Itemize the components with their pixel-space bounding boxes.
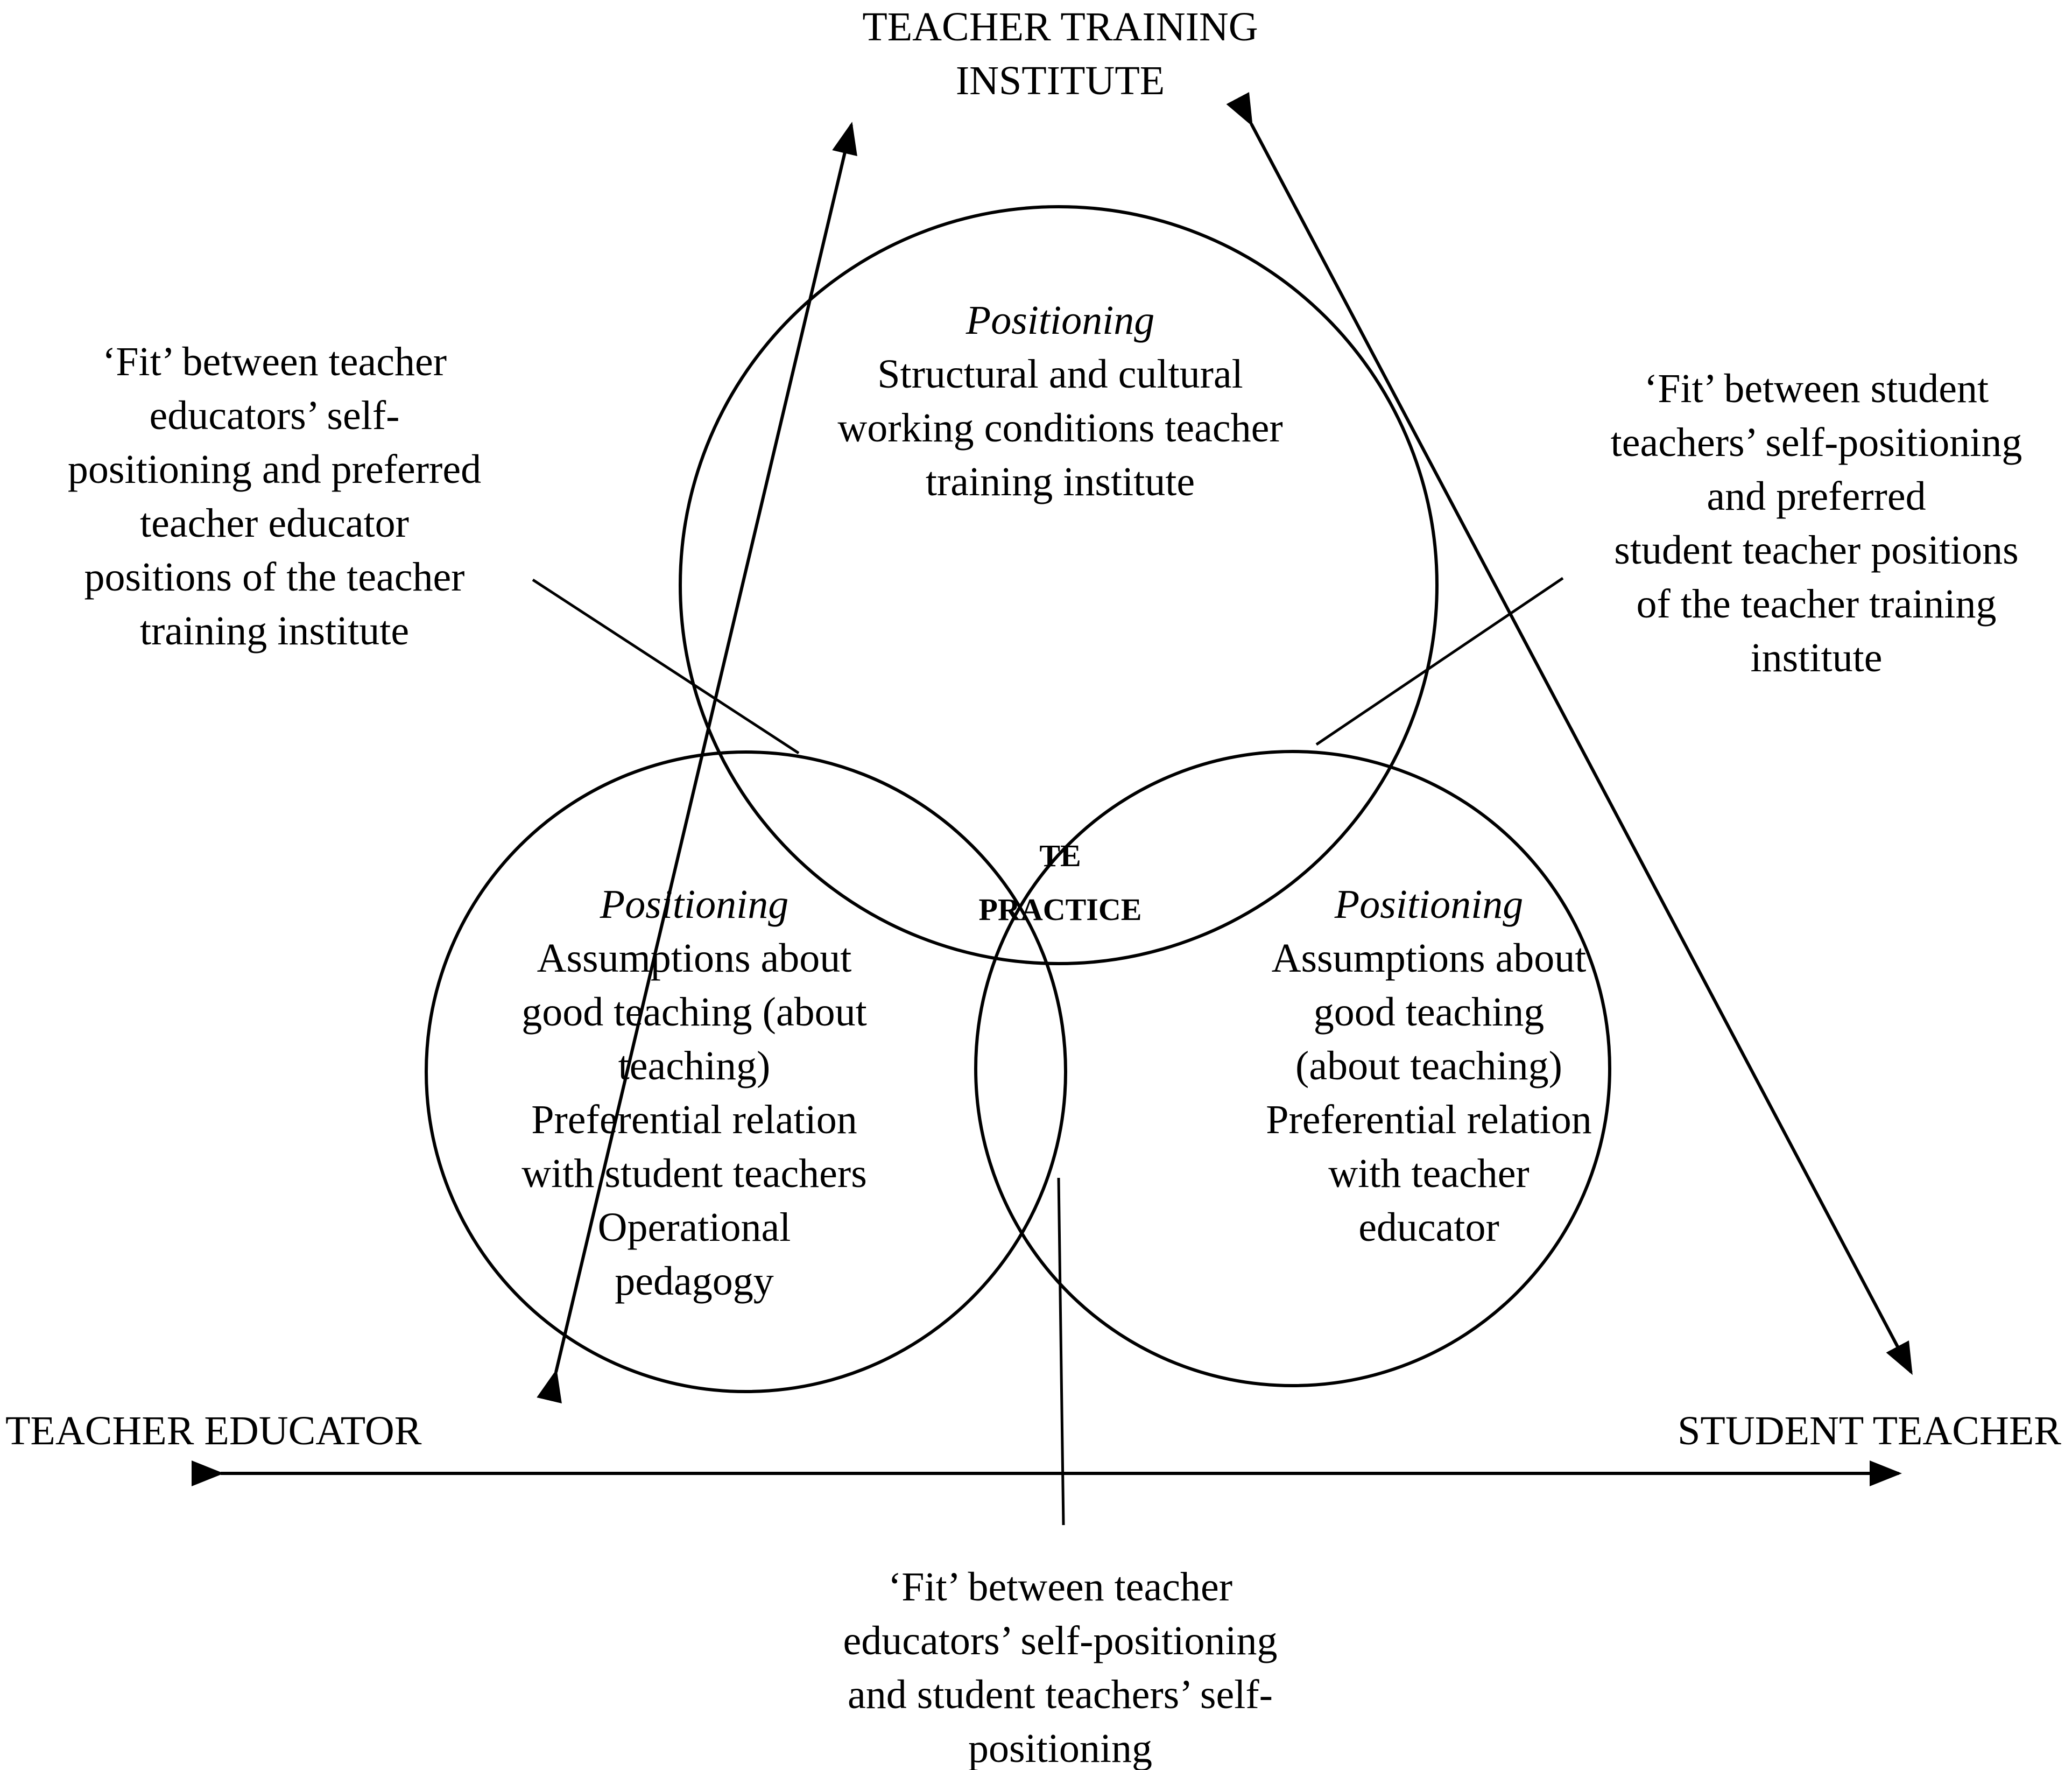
right-circle-body: Assumptions about good teaching (about t… <box>1266 936 1592 1250</box>
label-teacher-educator: TEACHER EDUCATOR <box>5 1408 422 1453</box>
top-circle-body: Structural and cultural working conditio… <box>837 352 1283 504</box>
top-circle-title: Positioning <box>965 298 1155 343</box>
left-circle-title: Positioning <box>600 882 789 927</box>
right-circle-title: Positioning <box>1334 882 1524 927</box>
annotation-right-fit: ‘Fit’ between student teachers’ self-pos… <box>1610 366 2022 680</box>
annotation-left-fit: ‘Fit’ between teacher educators’ self- p… <box>67 339 482 654</box>
leader-line-bottom <box>1057 1177 1065 1526</box>
left-circle-body: Assumptions about good teaching (about t… <box>521 936 867 1304</box>
arrow-right-diagonal <box>1226 92 1913 1375</box>
center-label-te-practice: TE PRACTICE <box>978 838 1142 927</box>
label-teacher-training-institute: TEACHER TRAINING INSTITUTE <box>862 4 1258 103</box>
leader-line-left <box>532 578 800 755</box>
annotation-bottom-fit: ‘Fit’ between teacher educators’ self-po… <box>843 1564 1278 1770</box>
leader-line-right <box>1315 577 1564 746</box>
arrow-left-diagonal <box>537 122 857 1404</box>
label-student-teacher: STUDENT TEACHER <box>1678 1408 2061 1453</box>
